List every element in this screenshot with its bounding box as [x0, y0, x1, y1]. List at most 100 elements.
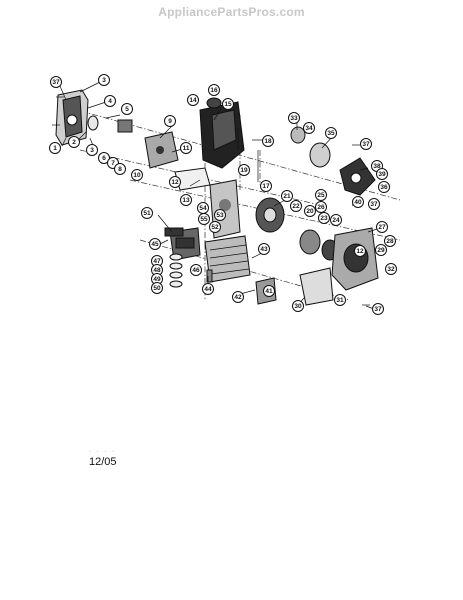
callout-circle	[121, 103, 133, 115]
part-carburetor	[144, 131, 179, 169]
callout-number: 37	[374, 306, 382, 313]
part-callout: 27	[376, 221, 388, 233]
callout-circle	[258, 243, 270, 255]
part-filter	[87, 115, 133, 133]
callout-circle	[376, 221, 388, 233]
part-callout: 1	[49, 142, 61, 154]
callout-circle	[262, 135, 274, 147]
callout-number: 15	[224, 101, 232, 108]
part-callout: 43	[258, 243, 270, 255]
callout-number: 31	[336, 297, 344, 304]
part-callout: 24	[330, 214, 342, 226]
part-callout: 4	[104, 95, 116, 107]
part-callout: 21	[281, 190, 293, 202]
part-starter-pulley	[339, 157, 376, 196]
part-callout: 45	[149, 238, 161, 250]
callout-number: 16	[210, 87, 218, 94]
callout-number: 42	[234, 294, 242, 301]
callout-circle	[208, 84, 220, 96]
part-callout: 13	[180, 194, 192, 206]
date-code: 12/05	[89, 456, 117, 468]
callout-number: 28	[386, 238, 394, 245]
part-spark-plug	[206, 269, 213, 283]
callout-circle	[260, 180, 272, 192]
part-callout: 49	[151, 273, 163, 285]
part-callout: 18	[262, 135, 274, 147]
callout-number: 23	[320, 215, 328, 222]
callout-circle	[385, 263, 397, 275]
callout-number: 20	[306, 208, 314, 215]
part-callout: 12	[354, 245, 366, 257]
callout-number: 17	[262, 183, 270, 190]
callout-number: 36	[380, 184, 388, 191]
callout-circle	[164, 115, 176, 127]
callout-circle	[290, 200, 302, 212]
callout-circle	[180, 194, 192, 206]
callout-circle	[375, 244, 387, 256]
callout-circle	[214, 209, 226, 221]
callout-circle	[202, 283, 214, 295]
callout-number: 43	[260, 246, 268, 253]
part-callout: 36	[378, 181, 390, 193]
part-callout: 16	[208, 84, 220, 96]
callout-circle	[378, 181, 390, 193]
part-muffler-bracket	[299, 267, 334, 306]
part-callout: 52	[209, 221, 221, 233]
site-watermark: AppliancePartsPros.com	[158, 5, 305, 19]
callout-number: 12	[171, 179, 179, 186]
part-callout: 42	[232, 291, 244, 303]
part-callout: 5	[121, 103, 133, 115]
callout-circle	[149, 238, 161, 250]
callout-circle	[98, 152, 110, 164]
part-callout: 3	[86, 144, 98, 156]
part-callout: 35	[325, 127, 337, 139]
callout-number: 18	[264, 138, 272, 145]
callout-circle	[190, 264, 202, 276]
part-callout: 53	[214, 209, 226, 221]
part-callout: 3	[98, 74, 110, 86]
callout-number: 22	[292, 203, 300, 210]
part-callout: 22	[290, 200, 302, 212]
part-callout: 11	[180, 142, 192, 154]
callout-number: 54	[199, 205, 207, 212]
part-callout: 26	[315, 201, 327, 213]
callout-number: 7	[111, 160, 115, 167]
callout-number: 44	[204, 286, 212, 293]
callout-circle	[198, 213, 210, 225]
part-callout: 15	[222, 98, 234, 110]
callout-circle	[104, 95, 116, 107]
callout-circle	[304, 205, 316, 217]
callout-circle	[368, 198, 380, 210]
callout-circle	[281, 190, 293, 202]
callout-number: 30	[294, 303, 302, 310]
callout-number: 11	[183, 145, 190, 152]
callout-number: 25	[317, 192, 325, 199]
callout-number: 27	[378, 224, 386, 231]
callout-circle	[238, 164, 250, 176]
callout-number: 46	[192, 267, 200, 274]
part-callout: 54	[197, 202, 209, 214]
callout-circle	[376, 168, 388, 180]
callout-circle	[86, 144, 98, 156]
part-callout: 30	[292, 300, 304, 312]
part-callout: 14	[187, 94, 199, 106]
callout-number: 3	[90, 147, 94, 154]
part-callout: 29	[375, 244, 387, 256]
callout-number: 9	[168, 118, 172, 125]
callout-number: 48	[153, 267, 161, 274]
part-callout: 20	[304, 205, 316, 217]
callout-number: 45	[151, 241, 159, 248]
callout-number: 29	[377, 247, 385, 254]
part-callout: 40	[352, 196, 364, 208]
part-engine-housing	[199, 101, 245, 169]
callout-circle	[315, 201, 327, 213]
callout-circle	[114, 163, 126, 175]
callout-circle	[263, 285, 275, 297]
callout-circle	[315, 189, 327, 201]
part-callout: 51	[141, 207, 153, 219]
callout-circle	[222, 98, 234, 110]
part-callout: 6	[98, 152, 110, 164]
part-callout: 10	[131, 169, 143, 181]
callout-number: 2	[72, 139, 76, 146]
callout-circle	[354, 245, 366, 257]
